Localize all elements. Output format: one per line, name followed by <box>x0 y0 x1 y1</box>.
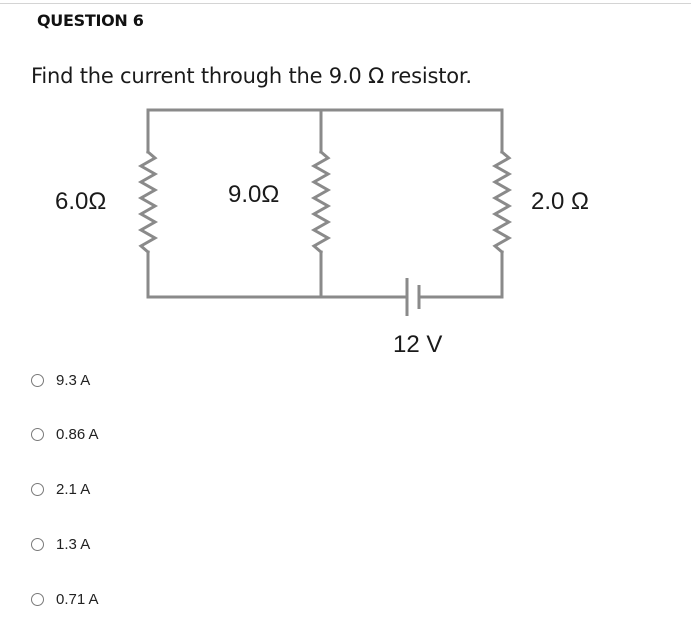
question-heading: QUESTION 6 <box>37 11 144 30</box>
resistor-right-zigzag <box>491 149 513 255</box>
answer-option-label: 0.86 A <box>56 426 99 443</box>
battery-label: 12 V <box>393 331 442 358</box>
answer-option[interactable]: 0.71 A <box>31 591 99 608</box>
radio-button[interactable] <box>31 538 44 551</box>
answer-option[interactable]: 9.3 A <box>31 372 90 389</box>
answer-option-label: 2.1 A <box>56 481 91 498</box>
answer-option[interactable]: 0.86 A <box>31 426 99 443</box>
answer-option[interactable]: 1.3 A <box>31 536 90 553</box>
resistor-middle-label: 9.0Ω <box>228 181 279 208</box>
battery-icon <box>405 278 421 316</box>
resistor-right-label: 2.0 Ω <box>531 188 589 215</box>
answer-option-label: 0.71 A <box>56 591 99 608</box>
radio-button[interactable] <box>31 593 44 606</box>
radio-button[interactable] <box>31 374 44 387</box>
resistor-left-label: 6.0Ω <box>55 188 106 215</box>
radio-button[interactable] <box>31 483 44 496</box>
question-text: Find the current through the 9.0 Ω resis… <box>31 64 472 88</box>
circuit-diagram: 6.0Ω 9.0Ω 2.0 Ω 12 V <box>55 108 589 358</box>
radio-button[interactable] <box>31 428 44 441</box>
resistor-left-zigzag <box>137 149 159 255</box>
answer-option-label: 9.3 A <box>56 372 91 389</box>
answer-option-label: 1.3 A <box>56 536 91 553</box>
answer-option[interactable]: 2.1 A <box>31 481 90 498</box>
top-divider <box>0 3 691 4</box>
resistor-middle-zigzag <box>310 149 332 255</box>
